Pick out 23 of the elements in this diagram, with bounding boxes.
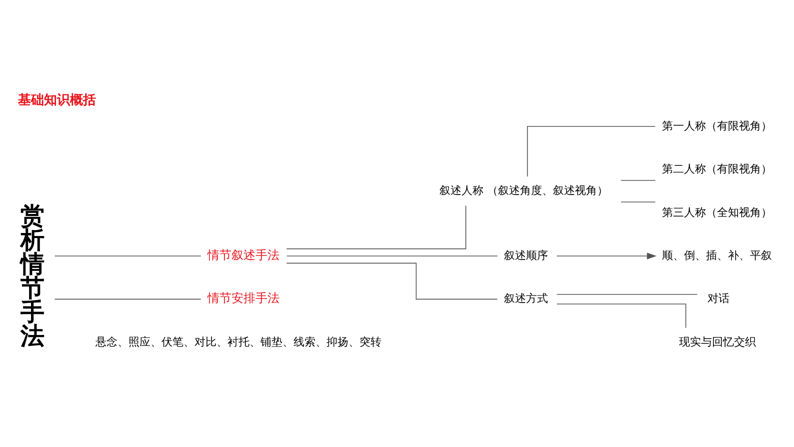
connector xyxy=(620,201,656,202)
node-text: 叙述顺序 xyxy=(504,248,548,262)
node-text: 第三人称（全知视角） xyxy=(662,205,772,218)
connector xyxy=(556,303,686,328)
connector xyxy=(527,126,656,176)
node-text: 叙述方式 xyxy=(504,292,548,305)
connector xyxy=(286,255,498,256)
connector xyxy=(54,255,202,256)
connector xyxy=(286,262,498,300)
node-text: 顺、倒、插、补、平叙 xyxy=(662,248,772,262)
connector xyxy=(286,204,466,249)
diagram-title: 基础知识概括 xyxy=(18,92,96,108)
node-text: 现实与回忆交织 xyxy=(679,334,756,348)
node-text: 第一人称（有限视角） xyxy=(662,118,772,132)
connector xyxy=(54,298,202,300)
node-text: 对话 xyxy=(707,292,730,305)
arrow xyxy=(556,252,657,259)
node-label: 悬念、照应、伏笔、对比、衬托、铺垫、线索、抑扬、突转 xyxy=(95,334,382,348)
node-text: 情节安排手法 xyxy=(207,290,280,304)
node-text: 叙述人称 （叙述角度、叙述视角） xyxy=(439,184,608,197)
node-text: 情节叙述手法 xyxy=(207,247,280,262)
node-text: 赏析情节手法 xyxy=(20,202,45,350)
node-text: 第二人称（有限视角） xyxy=(662,162,772,176)
